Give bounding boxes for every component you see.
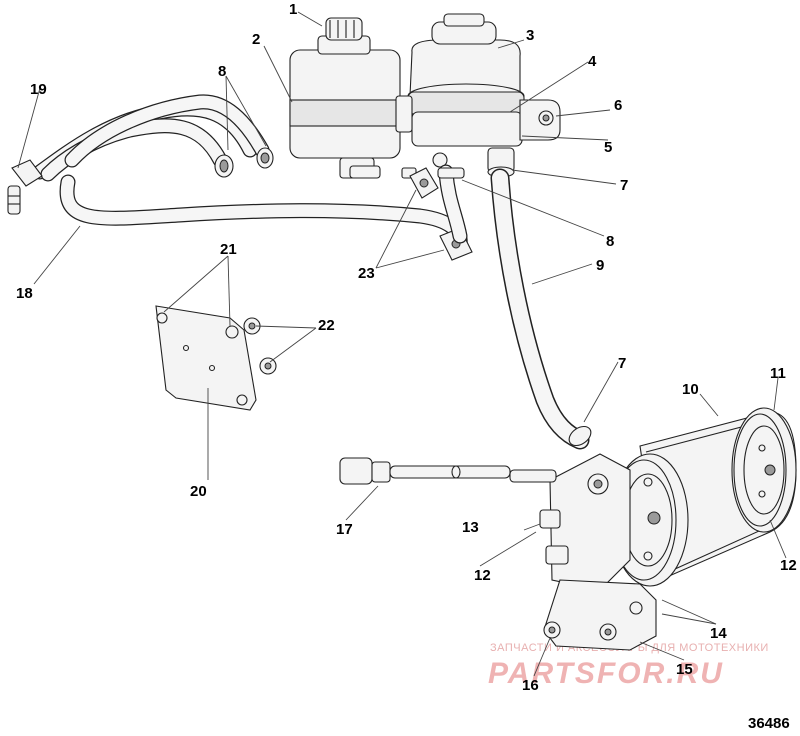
hose-9	[490, 168, 590, 450]
callout-2: 2	[252, 31, 260, 48]
callout-8-upper: 8	[218, 63, 226, 80]
hose-clamp-8-upper	[214, 147, 274, 178]
short-hose	[438, 164, 468, 244]
callout-labels: 1 2 3 4 5 6 7 7 8 8 9 10 11 12 12 13 14 …	[16, 1, 797, 694]
watermark-brand: PARTSFOR.RU	[488, 657, 724, 690]
callout-7-lower: 7	[618, 355, 626, 372]
pressure-line-17	[339, 457, 557, 485]
callout-1: 1	[289, 1, 297, 18]
callout-13: 13	[462, 519, 479, 536]
callout-7-upper: 7	[620, 177, 628, 194]
nuts-22	[243, 317, 277, 375]
mounting-plate-20	[155, 305, 257, 411]
callout-20: 20	[190, 483, 207, 500]
elbow-fitting-19	[7, 159, 43, 215]
hose-clamp-8-lower	[437, 167, 465, 179]
callout-19: 19	[30, 81, 47, 98]
power-steering-pump	[539, 407, 797, 651]
hose-fitting-23-upper	[409, 167, 439, 199]
callout-12-right: 12	[780, 557, 797, 574]
callout-11: 11	[770, 365, 786, 382]
callout-23: 23	[358, 265, 375, 282]
callout-9: 9	[596, 257, 604, 274]
callout-18: 18	[16, 285, 33, 302]
callout-10: 10	[682, 381, 699, 398]
callout-4: 4	[588, 53, 597, 70]
callout-21: 21	[220, 241, 237, 258]
hose-18	[32, 94, 468, 252]
watermark: ЗАПЧАСТИ И АКСЕССУАРЫ ДЛЯ МОТОТЕХНИКИ PA…	[488, 642, 768, 690]
callout-22: 22	[318, 317, 335, 334]
figure-number: 36486	[748, 715, 790, 732]
callout-15: 15	[676, 661, 693, 678]
leader-lines	[17, 11, 787, 677]
callout-17: 17	[336, 521, 353, 538]
callout-5: 5	[604, 139, 612, 156]
callout-6: 6	[614, 97, 622, 114]
callout-12-left: 12	[474, 567, 491, 584]
callout-8-lower: 8	[606, 233, 614, 250]
callout-14: 14	[710, 625, 727, 642]
callout-16: 16	[522, 677, 539, 694]
hose-clamp-7-lower	[568, 425, 592, 447]
fluid-reservoir-bottle	[289, 17, 417, 179]
callout-3: 3	[526, 27, 534, 44]
